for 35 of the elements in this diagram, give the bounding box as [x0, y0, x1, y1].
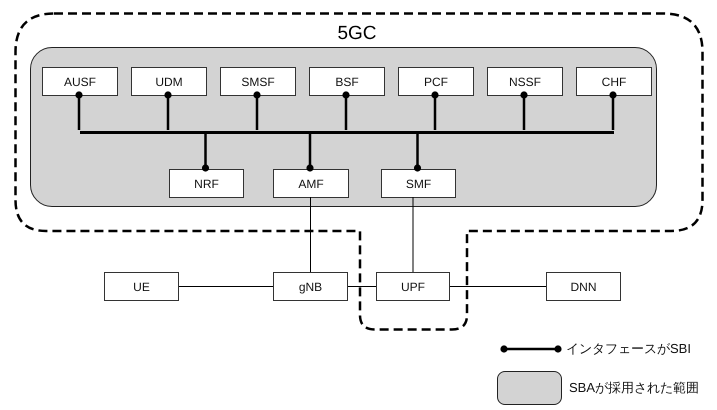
connector: [412, 196, 414, 272]
function-box: DNN: [546, 272, 621, 301]
function-box: BSF: [309, 67, 385, 96]
connector: [342, 91, 350, 130]
connector: [306, 132, 314, 172]
function-box: SMSF: [220, 67, 296, 96]
connector: [520, 91, 528, 130]
function-box: UDM: [131, 67, 207, 96]
function-box: AUSF: [42, 67, 118, 96]
function-box: gNB: [273, 272, 348, 301]
connector: [310, 196, 311, 272]
connector: [609, 91, 617, 130]
connector: [253, 91, 261, 130]
service-bus-line: [80, 131, 614, 134]
connector: [202, 132, 210, 172]
core-network-region: [14, 12, 704, 331]
function-box: UPF: [376, 272, 450, 301]
function-box: AMF: [273, 169, 349, 198]
connector: [348, 286, 376, 287]
connector: [164, 91, 172, 130]
function-box: NRF: [169, 169, 244, 198]
function-box: SMF: [381, 169, 456, 198]
function-box: UE: [104, 272, 179, 301]
function-box: PCF: [398, 67, 474, 96]
function-box: NSSF: [487, 67, 563, 96]
connector: [178, 286, 274, 287]
service-based-area: [30, 47, 657, 207]
legend-text: インタフェースがSBI: [566, 340, 691, 358]
connector: [431, 91, 439, 130]
legend-text: SBAが採用された範囲: [569, 379, 700, 397]
connector: [414, 132, 422, 172]
function-box: CHF: [576, 67, 652, 96]
region-title: 5GC: [336, 22, 378, 46]
connector: [450, 286, 546, 287]
connector: [75, 91, 83, 130]
